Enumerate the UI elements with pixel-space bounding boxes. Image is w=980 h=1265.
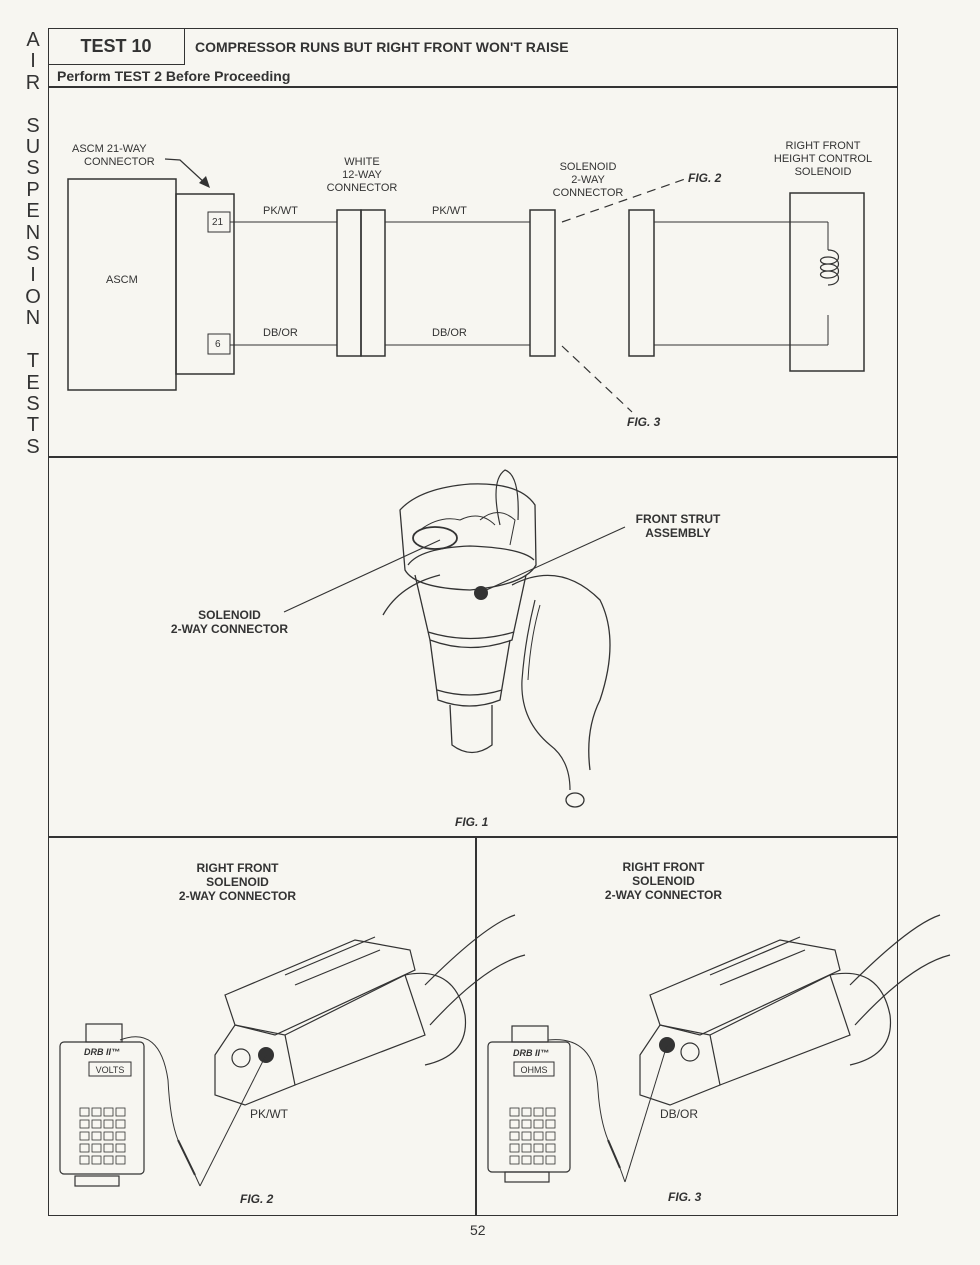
label-rf-height-solenoid: RIGHT FRONT HEIGHT CONTROL SOLENOID xyxy=(773,140,873,178)
side-tab-letter: E xyxy=(26,200,40,223)
ref-fig-2: FIG. 2 xyxy=(688,171,722,185)
front-strut-marker xyxy=(474,586,488,600)
ref-fig-3: FIG. 3 xyxy=(627,415,661,429)
fig2-wire-label: PK/WT xyxy=(250,1107,288,1121)
strut-top-mount xyxy=(399,483,537,591)
test-title: COMPRESSOR RUNS BUT RIGHT FRONT WON'T RA… xyxy=(195,39,569,55)
label-wire-dbor-1: DB/OR xyxy=(263,327,298,339)
side-tab-letter: O xyxy=(25,285,41,308)
height-control-solenoid xyxy=(789,192,865,372)
ascm-21-way-connector xyxy=(175,193,235,375)
side-tab-letter: S xyxy=(26,435,40,458)
side-tab-letter: I xyxy=(30,50,36,73)
side-tab-letter: U xyxy=(25,136,41,159)
side-tab-letter: S xyxy=(26,114,40,137)
solenoid-connector-highlight xyxy=(412,526,458,550)
page-number: 52 xyxy=(470,1222,486,1238)
label-pin-21: 21 xyxy=(212,217,224,228)
side-tab-letter: P xyxy=(26,178,40,201)
ascm-connector-leader xyxy=(164,158,207,185)
page-frame xyxy=(48,28,898,1216)
caption-fig-3: FIG. 3 xyxy=(668,1190,702,1204)
fig2-connector xyxy=(214,914,526,1106)
callout-fig2-dashed xyxy=(561,177,689,223)
label-pin-6: 6 xyxy=(215,339,221,350)
strut-hose xyxy=(495,469,519,526)
fig3-connector xyxy=(639,914,951,1106)
side-tab-letter: I xyxy=(30,264,36,287)
label-wire-pkwt-2: PK/WT xyxy=(432,205,467,217)
label-wire-dbor-2: DB/OR xyxy=(432,327,467,339)
side-tab-letter: A xyxy=(26,29,40,51)
label-solenoid-connector: SOLENOID 2-WAY CONNECTOR xyxy=(552,161,624,199)
ascm-connector-arrowhead xyxy=(199,176,210,188)
fig2-connector-sockets xyxy=(231,1047,274,1068)
fig2-meter-display: VOLTS xyxy=(95,1065,125,1075)
test-number: TEST 10 xyxy=(48,28,185,65)
label-ascm: ASCM xyxy=(106,274,138,286)
fig3-meter-brand: DRB II™ xyxy=(513,1048,549,1058)
section-divider-1 xyxy=(48,456,898,458)
strut-bellows xyxy=(414,574,527,649)
solenoid-connector-b xyxy=(628,209,655,357)
fig3-wire-label: DB/OR xyxy=(660,1107,699,1121)
label-fig1-solenoid-connector: SOLENOID 2-WAY CONNECTOR xyxy=(170,608,289,636)
solenoid-coil xyxy=(819,249,840,286)
side-tab-letter: S xyxy=(26,157,40,180)
fig2-meter xyxy=(59,1023,267,1187)
label-white-connector: WHITE 12-WAY CONNECTOR xyxy=(326,156,398,194)
fig2-title: RIGHT FRONT SOLENOID 2-WAY CONNECTOR xyxy=(178,861,297,903)
label-wire-pkwt-1: PK/WT xyxy=(263,205,298,217)
section-divider-2 xyxy=(48,836,898,838)
fig3-connector-sockets xyxy=(659,1037,700,1062)
side-tab-letter: N xyxy=(25,221,41,244)
side-tab-letter: N xyxy=(25,307,41,330)
callout-fig3-dashed xyxy=(561,345,633,413)
pin-6-box xyxy=(207,333,231,355)
test-prerequisite: Perform TEST 2 Before Proceeding xyxy=(57,68,291,84)
side-tab-letter: S xyxy=(26,243,40,266)
solenoid-connector-a xyxy=(529,209,556,357)
strut-lower-tube xyxy=(429,639,511,707)
white-connector-half-b xyxy=(360,209,386,357)
label-ascm-connector: ASCM 21-WAY CONNECTOR xyxy=(72,143,155,168)
fig3-meter-display: OHMS xyxy=(520,1065,548,1075)
side-tab-letter: T xyxy=(26,414,40,437)
leader-solenoid-connector xyxy=(283,539,441,613)
caption-fig-1: FIG. 1 xyxy=(455,815,489,829)
leader-front-strut xyxy=(481,526,626,593)
fig3-meter xyxy=(487,1025,668,1183)
section-divider-vertical xyxy=(475,836,477,1216)
side-tab-letter: E xyxy=(26,371,40,394)
caption-fig-2: FIG. 2 xyxy=(240,1192,274,1206)
side-tab-letter: T xyxy=(26,350,40,373)
strut-rod xyxy=(449,704,493,754)
side-tab-letter: R xyxy=(25,71,41,94)
strut-hose-fitting xyxy=(565,792,585,808)
header-divider xyxy=(48,86,898,88)
side-tab-letter: S xyxy=(26,392,40,415)
label-front-strut-assembly: FRONT STRUT ASSEMBLY xyxy=(635,512,721,540)
fig2-meter-brand: DRB II™ xyxy=(84,1047,120,1057)
fig3-title: RIGHT FRONT SOLENOID 2-WAY CONNECTOR xyxy=(604,860,723,902)
